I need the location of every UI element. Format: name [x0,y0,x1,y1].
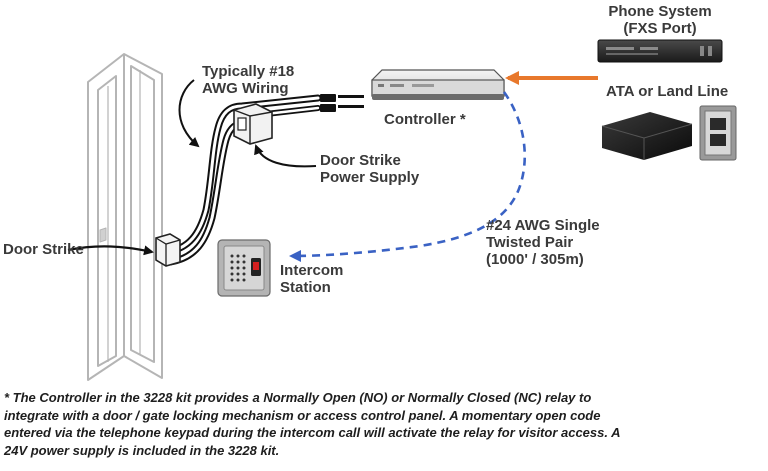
footnote-line: entered via the telephone keypad during … [4,425,621,440]
ata-label: ATA or Land Line [606,83,729,100]
twisted-pair-cable [289,91,526,262]
controller-icon [371,69,505,100]
controller-label: Controller * [384,111,466,128]
door-icon [87,53,163,381]
door-strike-pointer-arrow [67,245,154,256]
ata-icon [601,112,693,160]
intercom-station-icon [217,239,271,297]
footnote-line: * The Controller in the 3228 kit provide… [4,390,592,405]
footnote-line: integrate with a door / gate locking mec… [4,407,601,423]
awg24-label: #24 AWG Single Twisted Pair (1000' / 305… [486,217,600,268]
wall-jack-icon [699,105,737,161]
awg18-pointer-arrow [178,79,200,148]
intercom-label: Intercom Station [280,262,344,296]
door-strike-label: Door Strike [3,241,84,258]
wire-terminals [320,94,364,112]
strike-power-supply-label: Door Strike Power Supply [320,152,420,186]
footnote-line: 24V power supply is included in the 3228… [4,442,280,458]
awg18-label: Typically #18 AWG Wiring [202,63,295,97]
phone-system-icon [597,39,723,63]
door-strike-icon [155,233,181,267]
power-supply-icon [233,103,273,145]
phone-system-label: Phone System (FXS Port) [608,3,712,37]
power-supply-pointer-arrow [254,144,317,168]
footnote: * The Controller in the 3228 kit provide… [4,389,766,459]
